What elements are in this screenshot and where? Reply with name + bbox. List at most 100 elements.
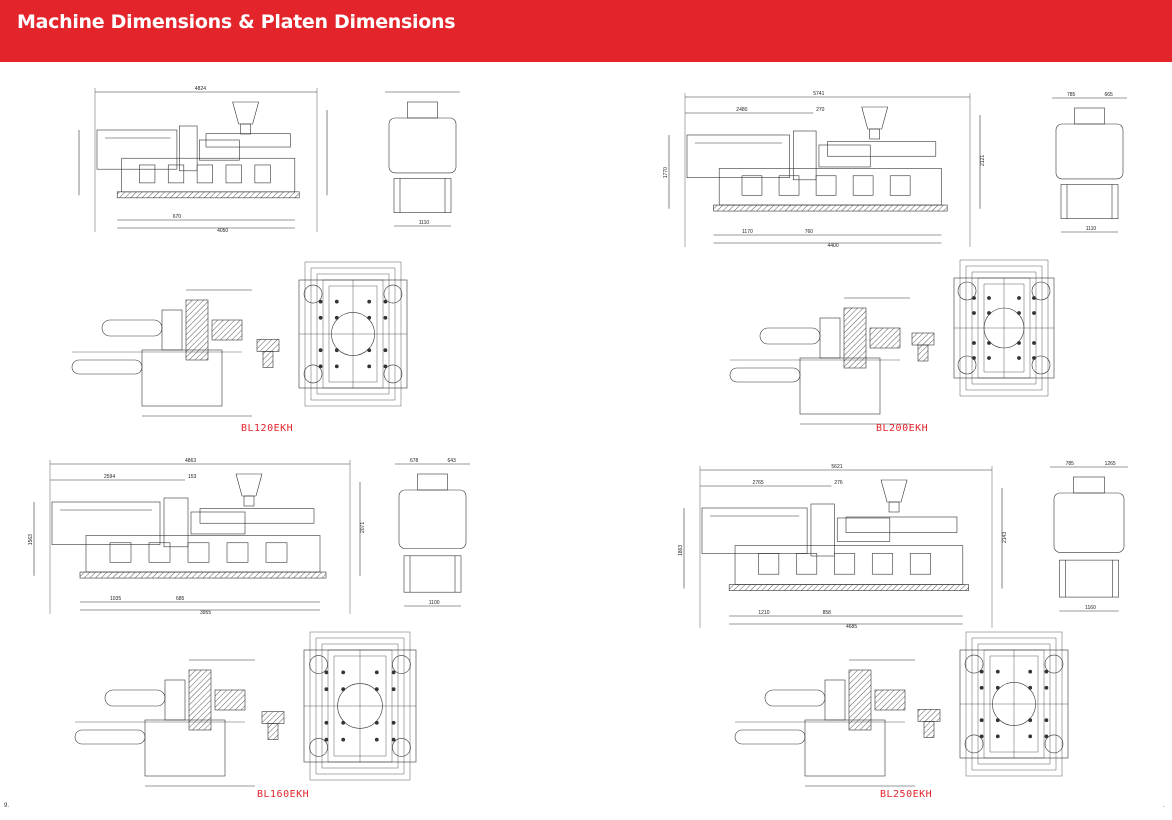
tie-bar-housing bbox=[163, 497, 189, 548]
mounting-hole bbox=[383, 299, 388, 304]
mounting-hole bbox=[972, 356, 976, 360]
platen-section bbox=[843, 307, 867, 369]
dimension-bottom-1: 1170 bbox=[742, 229, 753, 235]
base-panel bbox=[871, 553, 894, 575]
mounting-hole bbox=[1032, 311, 1036, 315]
end-hopper bbox=[417, 473, 448, 491]
dimension-overall: 5741 bbox=[813, 91, 824, 97]
tie-bar-hole bbox=[1031, 281, 1051, 301]
mounting-hole bbox=[334, 348, 339, 353]
dimension-height-left: 1863 bbox=[678, 545, 684, 556]
clamp-unit bbox=[701, 507, 808, 554]
mounting-hole bbox=[318, 348, 323, 353]
detail-section bbox=[917, 709, 941, 722]
mounting-hole bbox=[972, 341, 976, 345]
mounting-hole bbox=[367, 348, 372, 353]
barrel-top bbox=[759, 327, 821, 345]
mounting-hole bbox=[334, 364, 339, 369]
mounting-hole bbox=[987, 311, 991, 315]
tie-bar-hole bbox=[383, 364, 403, 384]
nozzle-block bbox=[819, 317, 841, 359]
base-panel bbox=[852, 175, 874, 196]
mounting-hole bbox=[979, 718, 984, 723]
end-housing bbox=[1055, 123, 1124, 180]
mounting-hole bbox=[374, 737, 379, 742]
mounting-hole bbox=[1032, 356, 1036, 360]
nozzle-block bbox=[824, 679, 846, 721]
mounting-hole bbox=[1017, 311, 1021, 315]
dimension-bottom-3: 4685 bbox=[846, 624, 857, 630]
dimension-bottom-1: 670 bbox=[173, 214, 182, 220]
mounting-hole bbox=[391, 720, 396, 725]
dimension-end-left: 678 bbox=[410, 458, 419, 464]
barrel-top bbox=[764, 689, 826, 707]
tie-bar-hole bbox=[1031, 355, 1051, 375]
platen-section bbox=[848, 669, 872, 731]
detail-section-stem bbox=[262, 351, 274, 368]
end-housing bbox=[398, 489, 467, 549]
base-feet bbox=[728, 584, 969, 591]
page-number: 9. bbox=[4, 803, 10, 809]
clamp-unit bbox=[96, 129, 178, 170]
base-panel bbox=[167, 164, 185, 184]
tie-bar-hole bbox=[383, 284, 403, 304]
injection-unit bbox=[199, 508, 315, 524]
dimension-end-right: 1265 bbox=[1105, 461, 1116, 467]
tie-bar-housing bbox=[792, 130, 817, 181]
mounting-hole bbox=[1028, 734, 1033, 739]
end-hopper bbox=[1074, 107, 1105, 125]
hopper-neck bbox=[243, 495, 255, 507]
mounting-hole bbox=[1017, 356, 1021, 360]
dimension-height-left: 1563 bbox=[28, 534, 34, 545]
dimension-bottom-2: 685 bbox=[176, 596, 185, 602]
hopper bbox=[235, 473, 263, 497]
tie-bar-hole bbox=[964, 734, 984, 754]
mounting-hole bbox=[374, 720, 379, 725]
platen-block bbox=[836, 517, 891, 542]
base-panel bbox=[225, 164, 242, 184]
dimension-top-left: 2594 bbox=[104, 474, 115, 480]
dimension-end-width: 1100 bbox=[429, 600, 440, 606]
dimension-top-mid: 153 bbox=[188, 474, 197, 480]
base-panel bbox=[909, 553, 931, 575]
tie-bar-housing bbox=[179, 125, 198, 172]
mounting-hole bbox=[1044, 685, 1049, 690]
dimension-bottom-1: 1035 bbox=[110, 596, 121, 602]
dimension-end-width: 1160 bbox=[1085, 605, 1096, 611]
mounting-hole bbox=[374, 687, 379, 692]
dimension-bottom: 4050 bbox=[217, 228, 228, 234]
end-base bbox=[403, 555, 462, 593]
fixed-platen-side bbox=[804, 719, 886, 777]
mounting-hole bbox=[1028, 718, 1033, 723]
dimension-top-mid: 276 bbox=[834, 480, 843, 486]
platen-block bbox=[199, 139, 240, 161]
mounting-hole bbox=[324, 670, 329, 675]
end-base bbox=[393, 178, 452, 213]
tie-bar-hole bbox=[392, 655, 411, 674]
base-feet bbox=[79, 571, 327, 579]
nozzle-section bbox=[874, 689, 906, 711]
mounting-hole bbox=[341, 737, 346, 742]
base-panel bbox=[226, 542, 249, 563]
mounting-hole bbox=[324, 687, 329, 692]
tie-bar-housing bbox=[810, 503, 835, 557]
injection-barrel bbox=[74, 729, 146, 745]
tie-bar-hole bbox=[303, 364, 323, 384]
end-housing bbox=[1053, 492, 1125, 553]
end-base bbox=[1059, 559, 1119, 598]
end-hopper bbox=[1073, 476, 1105, 494]
detail-section bbox=[256, 339, 280, 352]
dimension-top-left: 2765 bbox=[753, 480, 764, 486]
hopper-neck bbox=[869, 128, 881, 140]
mounting-hole bbox=[383, 348, 388, 353]
model-label-bl160ekh: BL160EKH bbox=[257, 789, 310, 800]
mounting-hole bbox=[374, 670, 379, 675]
mounting-hole bbox=[1044, 734, 1049, 739]
base-panel bbox=[834, 553, 856, 575]
mounting-hole bbox=[1044, 718, 1049, 723]
base-panel bbox=[265, 542, 288, 563]
base-panel bbox=[889, 175, 911, 196]
model-label-bl250ekh: BL250EKH bbox=[880, 789, 933, 800]
injection-unit bbox=[827, 141, 937, 157]
dimension-end-left: 785 bbox=[1066, 461, 1075, 467]
